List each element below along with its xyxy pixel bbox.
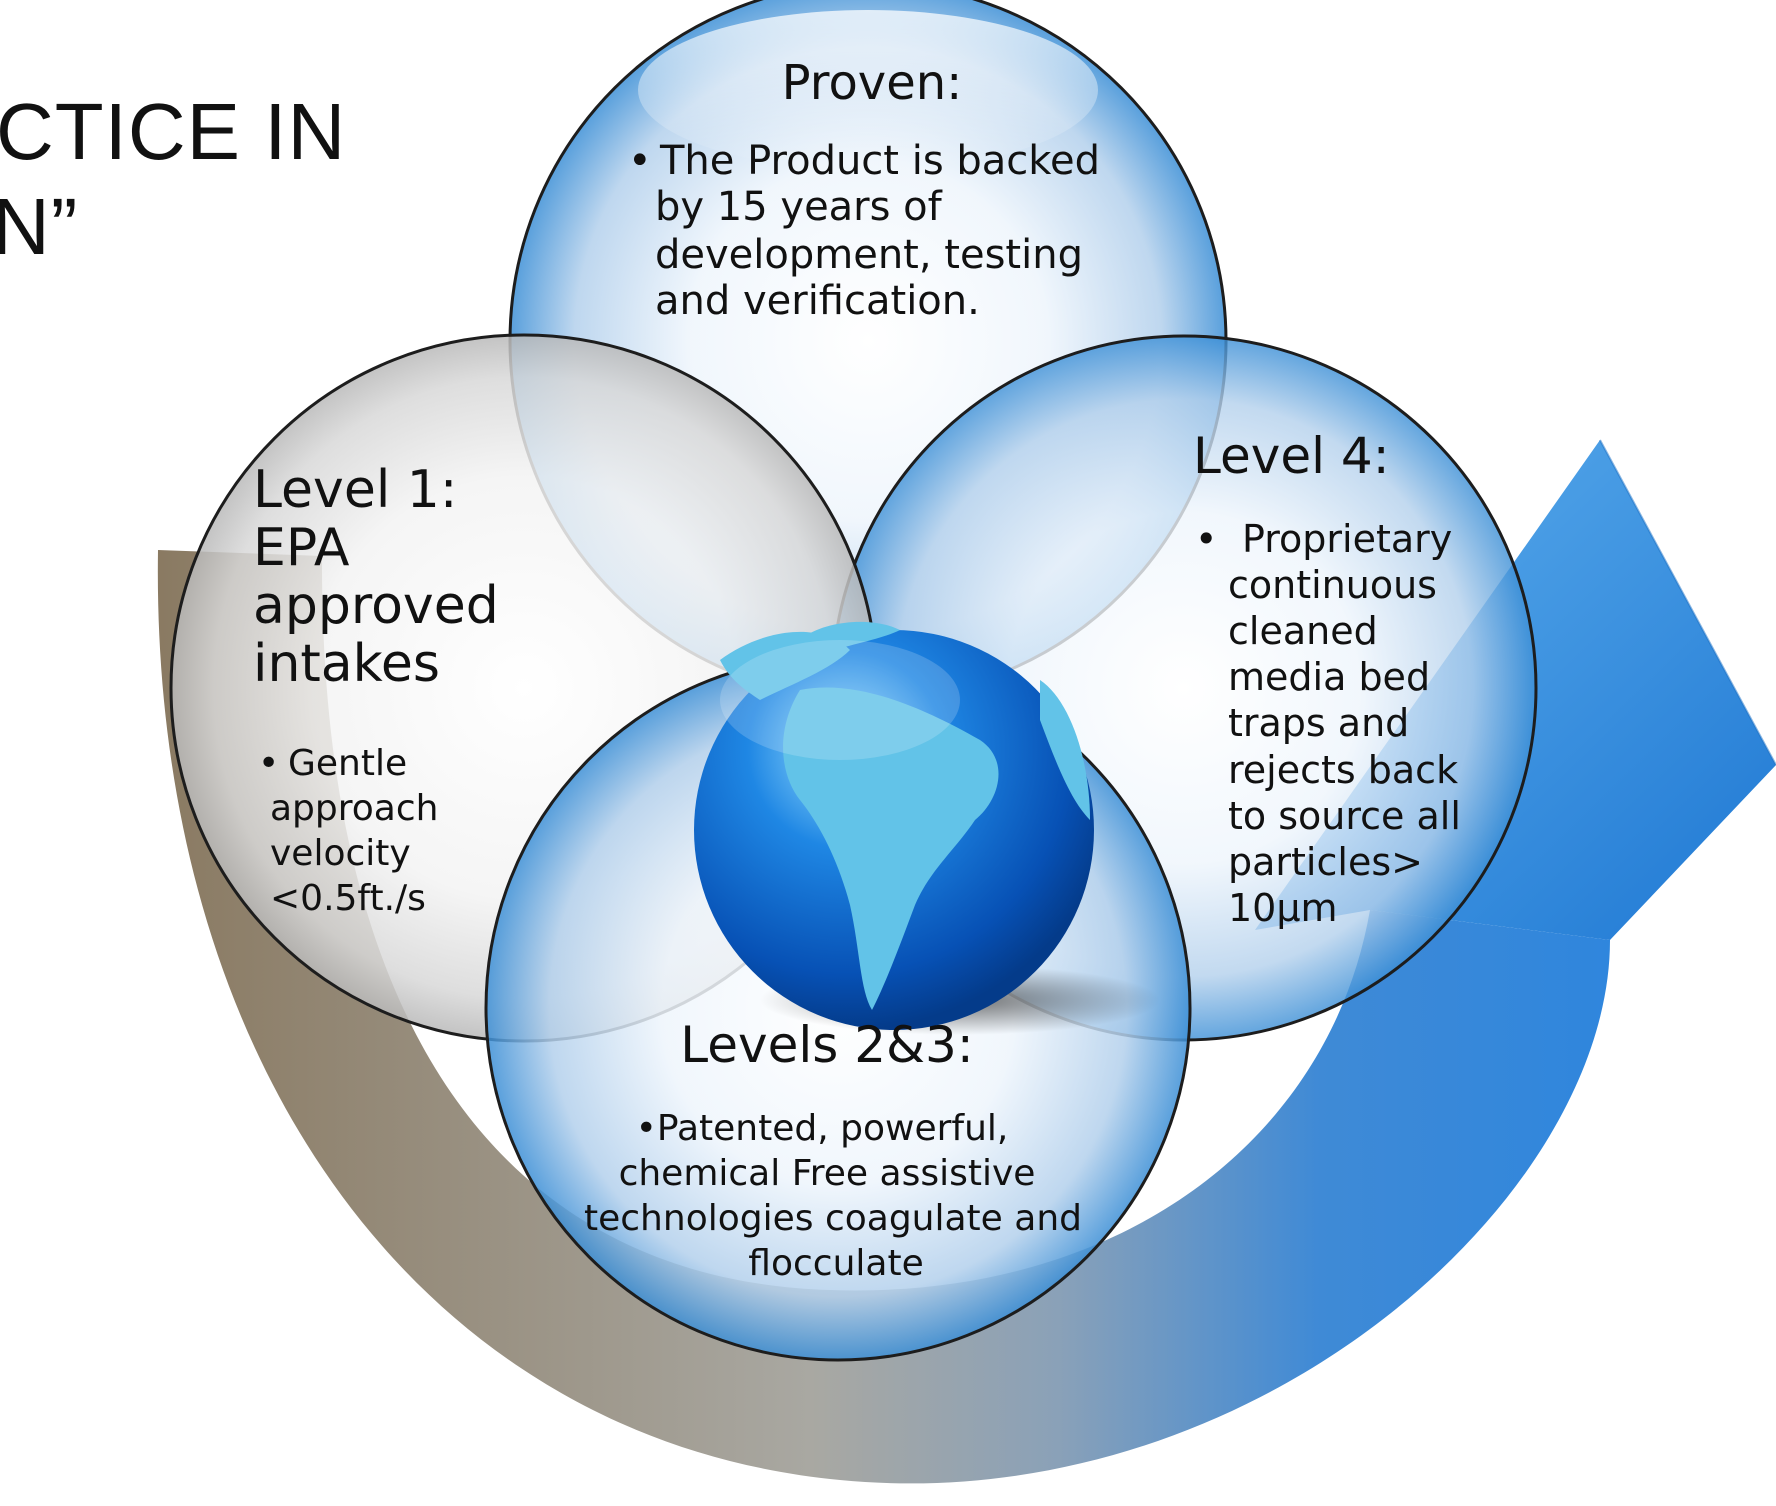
levels23-line-4: flocculate — [748, 1243, 923, 1284]
level1-bullet: • — [258, 743, 279, 784]
globe-icon — [694, 621, 1094, 1030]
level1-heading-line-3: approved — [253, 576, 499, 636]
proven-line-3: development, testing — [655, 232, 1083, 278]
level4-line-5: traps and — [1228, 701, 1409, 745]
level4-line-4: media bed — [1228, 655, 1430, 699]
levels23-line-3: technologies coagulate and — [584, 1198, 1082, 1239]
proven-bullet: • — [628, 138, 652, 184]
level4-line-6: rejects back — [1228, 748, 1458, 792]
proven-line-2: by 15 years of — [655, 184, 943, 230]
level4-line-9: 10μm — [1228, 886, 1338, 930]
level4-heading: Level 4: — [1193, 427, 1390, 485]
level1-line-3: velocity — [270, 833, 411, 874]
level4-line-1: Proprietary — [1242, 517, 1452, 561]
level4-line-7: to source all — [1228, 794, 1461, 838]
level1-heading-line-1: Level 1: — [253, 460, 457, 520]
levels23-heading: Levels 2&3: — [680, 1016, 973, 1074]
level1-heading-line-2: EPA — [253, 518, 350, 578]
proven-heading: Proven: — [782, 55, 963, 111]
level4-bullet: • — [1195, 517, 1217, 561]
levels23-line-1: •Patented, powerful, — [636, 1108, 1009, 1149]
levels23-line-2: chemical Free assistive — [619, 1153, 1036, 1194]
level1-line-1: Gentle — [288, 743, 407, 784]
level1-heading-line-4: intakes — [253, 634, 440, 694]
slide-title-line-1: CTICE IN — [0, 87, 347, 176]
proven-line-4: and verification. — [655, 278, 980, 324]
level4-line-3: cleaned — [1228, 609, 1378, 653]
slide-title-line-2: N” — [0, 182, 79, 271]
level4-line-2: continuous — [1228, 563, 1437, 607]
proven-line-1: The Product is backed — [659, 138, 1100, 184]
level1-line-4: <0.5ft./s — [270, 878, 426, 919]
level1-line-2: approach — [270, 788, 438, 829]
level4-line-8: particles> — [1228, 840, 1423, 884]
